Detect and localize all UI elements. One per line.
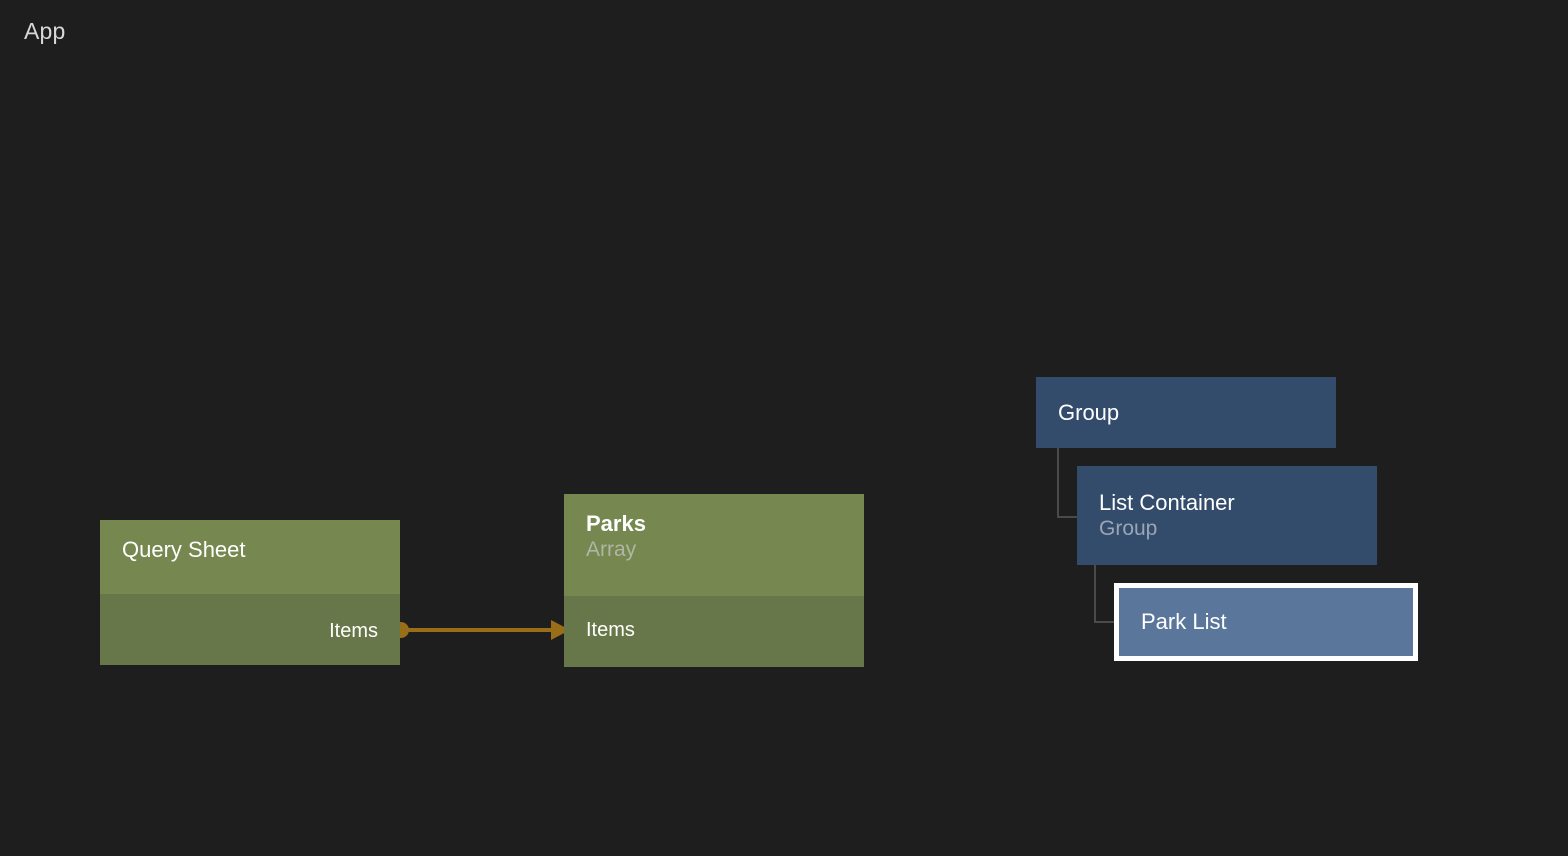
node-group[interactable]: Group [1036,377,1336,448]
node-list-container-subtitle: Group [1099,516,1158,540]
app-title: App [24,18,66,44]
port-query-sheet-items-out[interactable]: Items [329,620,378,642]
node-park-list-title: Park List [1141,609,1227,635]
edge-items[interactable] [393,620,570,640]
node-query-sheet-header: Query Sheet [100,520,400,594]
node-query-sheet-title: Query Sheet [122,537,246,562]
node-parks-header: Parks Array [564,494,864,596]
node-parks-title: Parks [586,511,646,536]
node-list-container[interactable]: List Container Group [1077,466,1377,565]
node-parks-subtitle: Array [586,537,637,561]
node-query-sheet-body [100,594,400,665]
node-parks-body [564,596,864,667]
node-query-sheet[interactable]: Query Sheet [100,520,400,665]
tree-connector-group-to-list-container [1057,448,1077,518]
node-park-list-surface: Park List [1119,588,1413,656]
port-parks-items-in[interactable]: Items [586,619,635,641]
node-parks[interactable]: Parks Array [564,494,864,667]
node-group-title: Group [1058,399,1120,425]
node-park-list[interactable]: Park List [1114,583,1418,661]
node-list-container-title: List Container [1099,489,1235,515]
tree-connector-list-container-to-park-list [1094,565,1115,623]
